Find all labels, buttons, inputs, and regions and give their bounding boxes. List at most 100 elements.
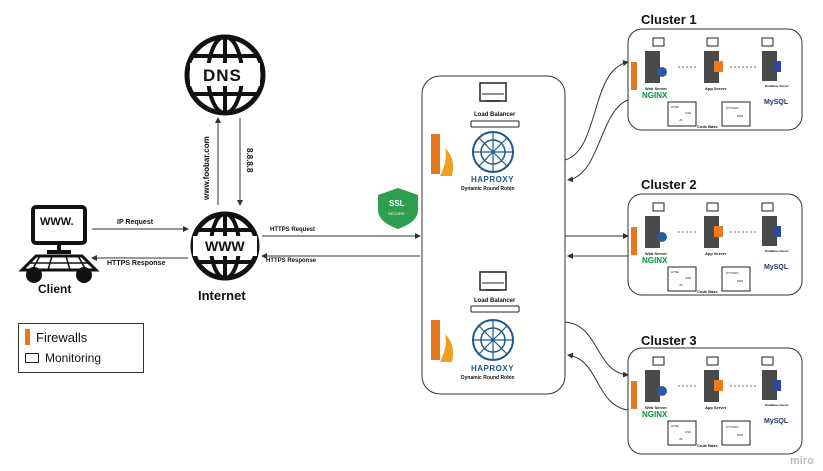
cluster-2-js-label: JS	[679, 283, 683, 287]
lb2-mode: Dynamic Round Robin	[461, 375, 515, 381]
lb1-mode: Dynamic Round Robin	[461, 186, 515, 192]
cluster-1-css-label: CSS	[685, 111, 692, 115]
cluster-3-nginx-label: NGINX	[642, 410, 668, 419]
cluster-1-db-server-icon	[762, 51, 777, 81]
cluster-3-app-server-icon	[704, 370, 719, 402]
cluster-3-html-label: HTML	[671, 424, 680, 428]
https-response-label: HTTPS Response	[266, 258, 317, 264]
lb1-monitoring-icon	[479, 82, 507, 102]
cluster-1-monitor-icon	[761, 37, 774, 47]
legend-monitoring-label: Monitoring	[45, 351, 102, 365]
https-request-label: HTTPS Request	[270, 227, 316, 233]
cluster-3-monitor-icon	[706, 356, 719, 366]
cluster-1-title: Cluster 1	[641, 12, 697, 27]
cluster-1-app-badge-icon	[714, 61, 723, 72]
cluster-1-monitor-icon	[652, 37, 665, 47]
cluster-connectors	[564, 60, 629, 411]
cluster-2-firewall-icon	[631, 227, 637, 255]
lb1-title: Load Balancer	[474, 112, 516, 118]
lb1-haproxy-logo-icon	[472, 131, 514, 173]
domain-label: www.foobar.com	[202, 136, 211, 200]
cluster-1-firewall-icon	[631, 62, 637, 90]
internet-label: Internet	[198, 288, 246, 303]
cluster-2-app-badge-icon	[714, 226, 723, 237]
cluster-icons	[631, 37, 781, 446]
cluster-3-frontend-docs-icon	[667, 420, 697, 446]
ssl-shield-icon	[378, 188, 418, 229]
lb2-haproxy-logo-icon	[472, 319, 514, 361]
cluster-2-app-server-icon	[704, 216, 719, 248]
cluster-3-css-label: CSS	[685, 430, 692, 434]
cluster-2-web-server-badge-icon	[657, 232, 667, 242]
cluster-1-backend-docs-icon	[721, 101, 751, 127]
lb1-firewall-icon	[431, 134, 454, 176]
cluster-3-php-label: PHP	[737, 433, 744, 437]
legend-firewalls-label: Firewalls	[36, 329, 88, 345]
cluster-2-monitor-icon	[761, 202, 774, 212]
cluster-1-monitor-icon	[706, 37, 719, 47]
cluster-1-mysql-label: MySQL	[764, 99, 789, 106]
cluster-2-monitor-icon	[652, 202, 665, 212]
cluster-3-db-badge-icon	[773, 380, 781, 391]
cluster-3-js-label: JS	[679, 437, 683, 441]
cluster-2-nginx-label: NGINX	[642, 256, 668, 265]
cluster-1-frontend-docs-icon	[667, 101, 697, 127]
lb1-device-icon	[470, 120, 520, 128]
load-balancer-panel	[421, 75, 566, 395]
ssl-secure-label: SECURE	[388, 211, 405, 216]
internet-globe-icon	[190, 211, 260, 281]
lb2-monitoring-icon	[479, 271, 507, 291]
cluster-1-web-server-badge-icon	[657, 67, 667, 77]
cluster-2-title: Cluster 2	[641, 177, 697, 192]
firewall-icon	[25, 329, 30, 345]
cluster-2-db-server-label: DataBase Server	[765, 249, 789, 253]
cluster-3-web-server-badge-icon	[657, 386, 667, 396]
cluster-2-web-server-icon	[645, 216, 660, 248]
cluster-2-web-server-label: Web Server	[645, 251, 667, 256]
cluster-3-mysql-label: MySQL	[764, 418, 789, 425]
lb2-title: Load Balancer	[474, 298, 516, 304]
cluster-2-db-badge-icon	[773, 226, 781, 237]
cluster-3-app-server-label: App Server	[705, 405, 727, 410]
cluster-1-php-label: PHP	[737, 114, 744, 118]
cluster-1-web-server-label: Web Server	[645, 86, 667, 91]
legend-firewalls: Firewalls	[25, 329, 87, 345]
cluster-1-html-label: HTML	[671, 105, 680, 109]
dns-label: DNS	[203, 66, 242, 85]
cluster-2-html-label: HTML	[671, 270, 680, 274]
cluster-2-code-base-label: Code Base	[697, 289, 718, 294]
ip-label: 8.8.8.8	[245, 148, 254, 173]
cluster-1-app-server-label: App Server	[705, 86, 727, 91]
cluster-3-firewall-icon	[631, 381, 637, 409]
cluster-2-app-server-label: App Server	[705, 251, 727, 256]
cluster-3-web-server-label: Web Server	[645, 405, 667, 410]
ssl-badge-label: SSL	[389, 199, 405, 208]
cluster-3-python-label: PYTHON	[726, 425, 739, 429]
lb1-brand: HAPROXY	[471, 175, 515, 184]
client-screen-text: WWW.	[40, 216, 74, 228]
cluster-3-db-server-icon	[762, 370, 777, 400]
legend-box: Firewalls Monitoring	[18, 323, 144, 373]
miro-watermark: miro	[790, 455, 814, 467]
cluster-2-mysql-label: MySQL	[764, 264, 789, 271]
dns-globe-icon	[184, 34, 266, 116]
cluster-2-php-label: PHP	[737, 279, 744, 283]
monitoring-icon	[25, 353, 39, 363]
cluster-1-python-label: PYTHON	[726, 106, 739, 110]
cluster-2-monitor-icon	[706, 202, 719, 212]
client-computer-icon	[18, 205, 100, 283]
cluster-2-db-server-icon	[762, 216, 777, 246]
cluster-1-db-badge-icon	[773, 61, 781, 72]
lb2-firewall-icon	[431, 320, 454, 362]
client-label: Client	[38, 282, 72, 296]
cluster-3-web-server-icon	[645, 370, 660, 402]
lb2-brand: HAPROXY	[471, 364, 515, 373]
cluster-2-css-label: CSS	[685, 276, 692, 280]
cluster-3-app-badge-icon	[714, 380, 723, 391]
cluster-1-nginx-label: NGINX	[642, 91, 668, 100]
cluster-3-db-server-label: DataBase Server	[765, 403, 789, 407]
lb2-device-icon	[470, 305, 520, 313]
cluster-2-frontend-docs-icon	[667, 266, 697, 292]
legend-monitoring: Monitoring	[25, 351, 101, 365]
